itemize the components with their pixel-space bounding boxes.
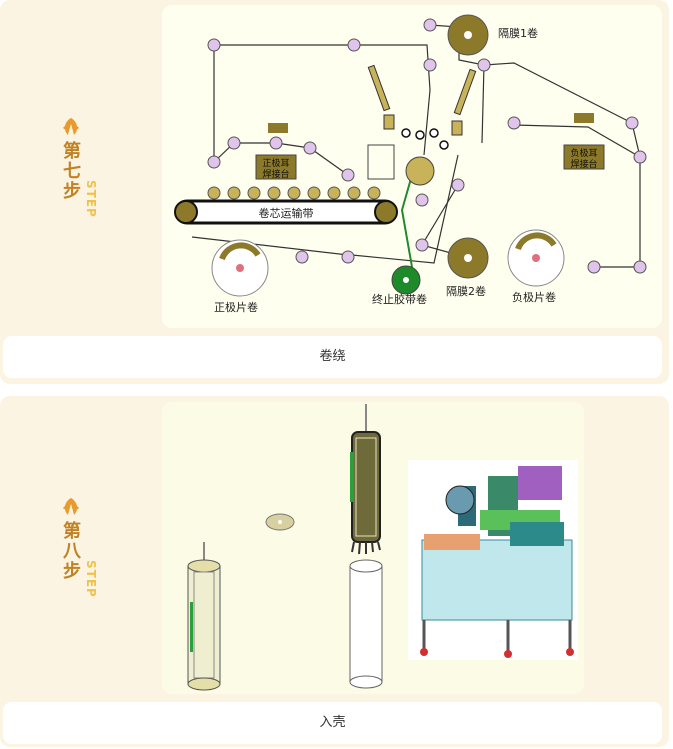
blades [367, 64, 477, 136]
belt-label: 卷芯运输带 [259, 206, 314, 220]
negative-tab-weld-station [563, 144, 605, 170]
belt-cores [207, 186, 381, 200]
step8-caption: 入壳 [3, 702, 662, 744]
empty-can [349, 559, 383, 689]
step7-step-label: STEP [84, 180, 98, 218]
rollers [207, 18, 647, 274]
step8-card: 第八步 STEP [0, 396, 669, 747]
negative-electrode-label: 负极片卷 [512, 290, 556, 304]
winding-diagram: 卷芯运输带 隔膜1卷 隔膜2卷 [162, 5, 662, 328]
belt-pulley-right [374, 200, 398, 224]
step7-card: 第七步 STEP 卷芯运输带 [0, 0, 669, 384]
positive-tab-weld-station [255, 154, 297, 180]
tape-path [400, 174, 413, 268]
leaf-icon [63, 118, 79, 135]
svg-text:正极耳: 正极耳 [262, 157, 289, 169]
casing-machine [408, 460, 578, 660]
svg-text:焊接台: 焊接台 [570, 158, 597, 170]
leaf-icon [63, 498, 79, 515]
separator-2-label: 隔膜2卷 [446, 284, 486, 298]
jelly-roll [350, 404, 381, 555]
svg-text:焊接台: 焊接台 [262, 168, 289, 180]
tape-roll-label: 终止胶带卷 [372, 292, 427, 306]
positive-electrode-label: 正极片卷 [214, 300, 258, 314]
casing-diagram-svg [187, 404, 578, 691]
step8-step-label: STEP [84, 560, 98, 598]
separator-1-label: 隔膜1卷 [498, 26, 538, 40]
svg-text:负极耳: 负极耳 [570, 147, 597, 159]
casing-diagram [162, 402, 584, 694]
step7-caption: 卷绕 [3, 336, 662, 378]
step7-title: 第七步 [63, 141, 81, 202]
belt-pulley-left [174, 200, 198, 224]
winding-diagram-svg: 卷芯运输带 隔膜1卷 隔膜2卷 [174, 14, 647, 314]
winding-head [405, 156, 435, 186]
step8-title: 第八步 [63, 521, 81, 582]
assembled-cell [187, 542, 221, 691]
